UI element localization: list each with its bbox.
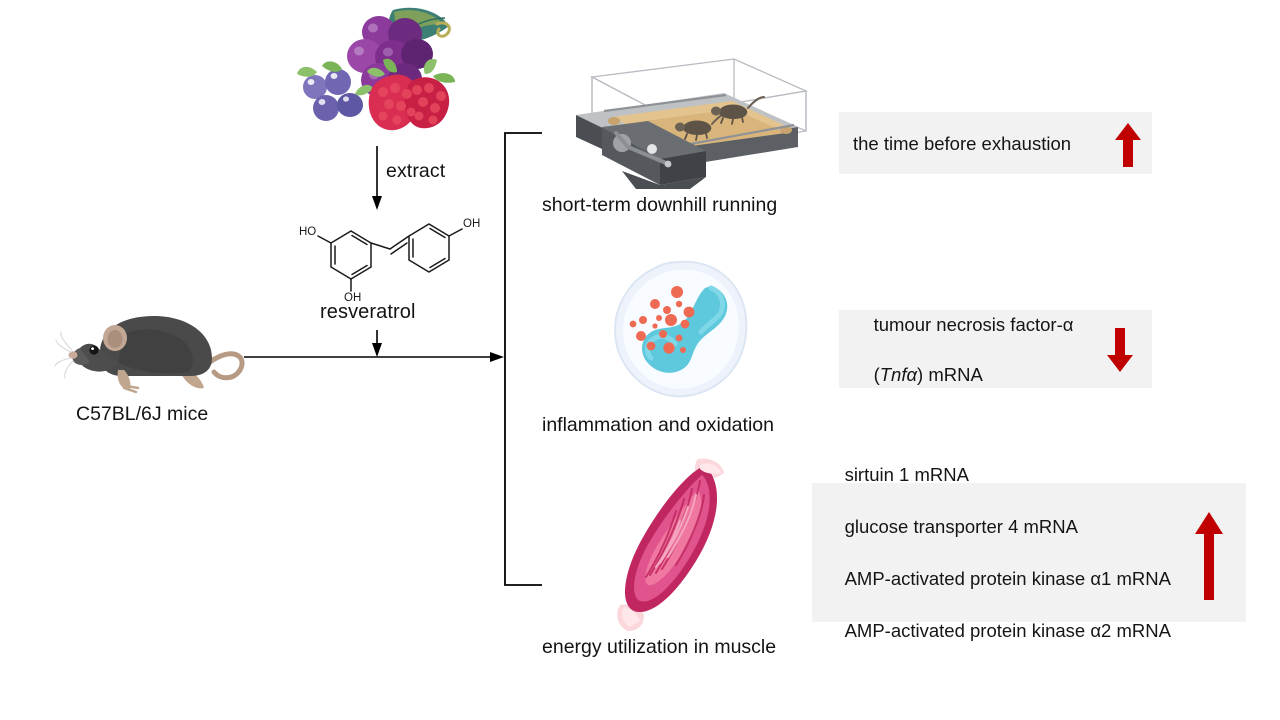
white-blood-cell-icon bbox=[607, 258, 753, 404]
svg-text:OH: OH bbox=[463, 218, 480, 230]
tnfa-line-1: tumour necrosis factor-α bbox=[873, 313, 1074, 335]
result-box-tnfa-text: tumour necrosis factor-α (Tnfα) mRNA bbox=[839, 287, 1074, 412]
mice-to-outcomes-arrow bbox=[244, 347, 506, 367]
result-box-tnfa: tumour necrosis factor-α (Tnfα) mRNA bbox=[839, 310, 1152, 388]
energy-gene-line-2: glucose transporter 4 mRNA bbox=[844, 515, 1078, 537]
tnfa-line-2: (Tnfα) mRNA bbox=[873, 363, 983, 385]
extract-arrow bbox=[368, 146, 388, 214]
outcome-caption-energy: energy utilization in muscle bbox=[542, 636, 777, 658]
outcome-caption-inflammation: inflammation and oxidation bbox=[542, 414, 774, 436]
skeletal-muscle-icon bbox=[612, 455, 742, 635]
svg-text:OH: OH bbox=[344, 292, 361, 304]
animal-label: C57BL/6J mice bbox=[76, 403, 209, 425]
arrow-down-red-icon bbox=[1106, 326, 1134, 374]
resveratrol-structure: HO OH OH bbox=[285, 205, 485, 305]
energy-gene-line-1: sirtuin 1 mRNA bbox=[844, 463, 969, 485]
arrow-up-red-icon bbox=[1194, 510, 1224, 602]
outcomes-bracket bbox=[500, 128, 550, 590]
arrow-up-red-icon bbox=[1114, 121, 1142, 169]
treadmill-icon bbox=[556, 55, 816, 190]
extract-arrow-label: extract bbox=[386, 160, 446, 182]
svg-text:HO: HO bbox=[299, 226, 316, 238]
resveratrol-to-mice-arrow bbox=[368, 330, 388, 360]
energy-gene-line-4: AMP-activated protein kinase α2 mRNA bbox=[844, 619, 1171, 641]
result-box-energy-genes: sirtuin 1 mRNA glucose transporter 4 mRN… bbox=[812, 464, 1246, 641]
result-box-exhaustion-text: the time before exhaustion bbox=[853, 132, 1072, 154]
result-box-energy-genes-text: sirtuin 1 mRNA glucose transporter 4 mRN… bbox=[812, 436, 1171, 670]
energy-gene-line-3: AMP-activated protein kinase α1 mRNA bbox=[844, 567, 1171, 589]
result-box-exhaustion: the time before exhaustion bbox=[839, 112, 1152, 174]
outcome-caption-running: short-term downhill running bbox=[542, 194, 778, 216]
tnfa-gene-italic: Tnfα bbox=[879, 363, 918, 385]
berries-illustration bbox=[293, 4, 468, 138]
compound-name-label: resveratrol bbox=[320, 301, 416, 323]
mouse-illustration bbox=[54, 300, 252, 400]
